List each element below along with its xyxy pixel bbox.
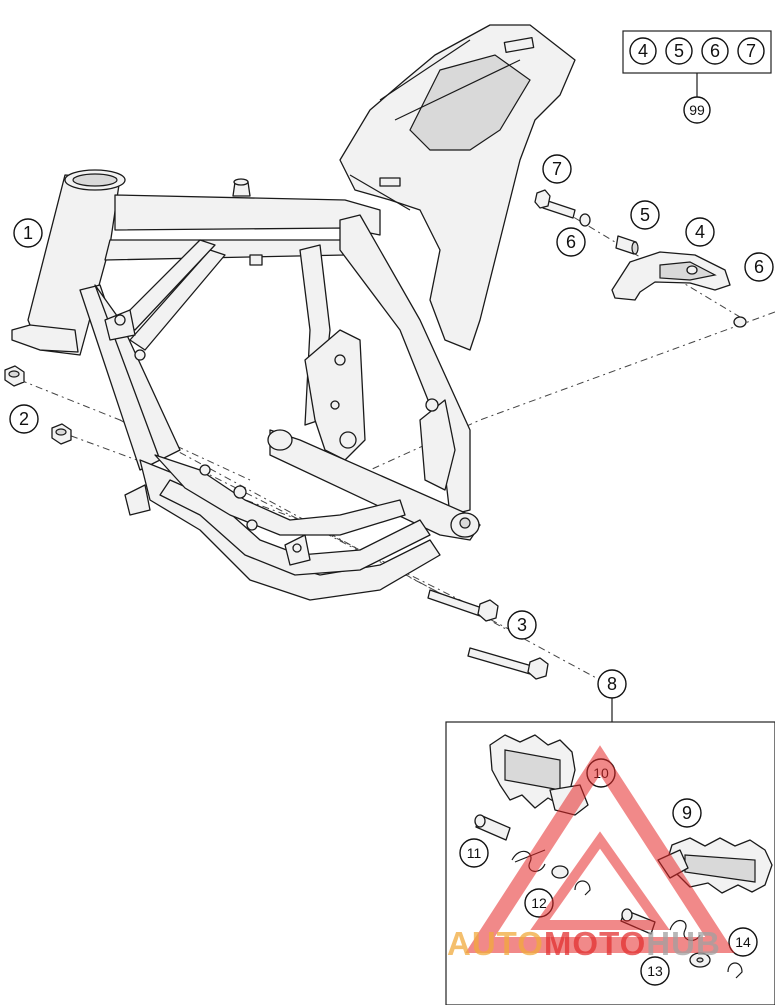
callout-13: 13 — [640, 956, 670, 986]
callout-6b-label: 6 — [754, 257, 764, 277]
callout-5-label: 5 — [640, 205, 650, 225]
kit-item-1: 5 — [665, 37, 693, 65]
callout-13-label: 13 — [647, 963, 663, 979]
kit-label-6: 6 — [710, 41, 720, 61]
callout-7-label: 7 — [552, 159, 562, 179]
callout-11-label: 11 — [467, 845, 482, 861]
callout-2: 2 — [9, 404, 39, 434]
sidestand-parts — [534, 189, 747, 328]
callout-3-label: 3 — [517, 615, 527, 635]
kit-number-label: 99 — [689, 102, 705, 118]
callout-8: 8 — [597, 669, 627, 699]
kit-label-7: 7 — [746, 41, 756, 61]
bolt-drawings — [427, 589, 549, 680]
kit-item-2: 6 — [701, 37, 729, 65]
callout-5: 5 — [630, 200, 660, 230]
watermark-part-auto: AUTO — [447, 925, 544, 962]
frame-drawing — [11, 24, 576, 601]
callout-9: 9 — [672, 798, 702, 828]
callout-6b: 6 — [744, 252, 774, 282]
callout-12-label: 12 — [531, 895, 547, 911]
watermark-part-hub: HUB — [646, 925, 721, 962]
kit-item-0: 4 — [629, 37, 657, 65]
callout-7: 7 — [542, 154, 572, 184]
watermark-part-moto: MOTO — [544, 925, 646, 962]
callout-14: 14 — [728, 927, 758, 957]
callout-14-label: 14 — [735, 934, 751, 950]
callout-2-label: 2 — [19, 409, 29, 429]
callout-1: 1 — [13, 218, 43, 248]
callout-8-label: 8 — [607, 674, 617, 694]
kit-group: 4 5 6 7 99 — [622, 30, 772, 124]
callout-6a: 6 — [556, 227, 586, 257]
watermark-triangle-icon — [465, 745, 735, 953]
callout-11: 11 — [459, 838, 489, 868]
callouts: 1 2 3 4 5 6 6 7 8 9 10 11 12 13 14 — [9, 154, 774, 986]
callout-6a-label: 6 — [566, 232, 576, 252]
callout-9-label: 9 — [682, 803, 692, 823]
kit-number-callout: 99 — [683, 96, 711, 124]
watermark: AUTOMOTOHUB — [447, 745, 735, 962]
kit-label-5: 5 — [674, 41, 684, 61]
callout-1-label: 1 — [23, 223, 33, 243]
callout-4-label: 4 — [695, 222, 705, 242]
callout-3: 3 — [507, 610, 537, 640]
nut-drawings — [4, 365, 72, 445]
kit-label-4: 4 — [638, 41, 648, 61]
callout-4: 4 — [685, 217, 715, 247]
watermark-logo: AUTOMOTOHUB — [447, 925, 721, 962]
kit-item-3: 7 — [737, 37, 765, 65]
